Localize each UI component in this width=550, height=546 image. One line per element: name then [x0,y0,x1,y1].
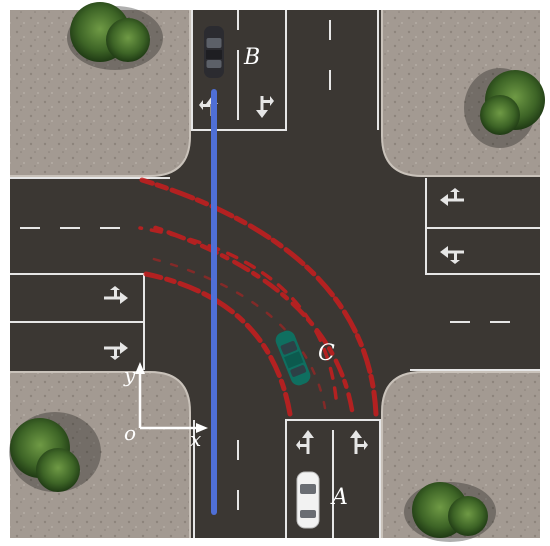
coordinate-axes [135,362,208,433]
tree-bottom-left [9,412,101,492]
arrow-left-bottom [104,342,128,360]
tree-bottom-right [404,482,496,542]
vehicle-c-car [275,330,311,386]
turn-arrows [104,96,464,454]
arrow-bottom-right [350,430,368,454]
trajectory-middle [147,223,355,413]
x-axis-label: x [190,427,201,451]
y-axis-arrowhead [135,362,145,374]
vehicle-b-label: B [243,45,260,70]
vehicle-b-car [204,26,224,78]
tree-top-right [464,68,545,148]
arrow-bottom-left [296,430,314,454]
trajectory-inner [143,271,293,417]
origin-label: o [124,421,136,445]
x-axis-arrowhead [196,423,208,433]
arrow-right-bottom [440,246,464,264]
vehicle-a-car [296,471,320,529]
arrow-left-top [104,286,128,304]
tree-top-left [67,2,163,70]
predicted-trajectories [138,177,379,417]
y-axis-label: y [123,363,136,387]
vehicle-c-label: C [318,341,335,366]
curbs [10,10,540,538]
vehicle-a-label: A [330,485,348,510]
trajectory-faint [148,256,327,410]
arrow-right-top [440,188,464,206]
arrow-top-right [256,96,274,118]
trajectory-upper-inner [138,226,338,400]
trees [9,2,545,542]
trajectory-outer [139,177,379,417]
